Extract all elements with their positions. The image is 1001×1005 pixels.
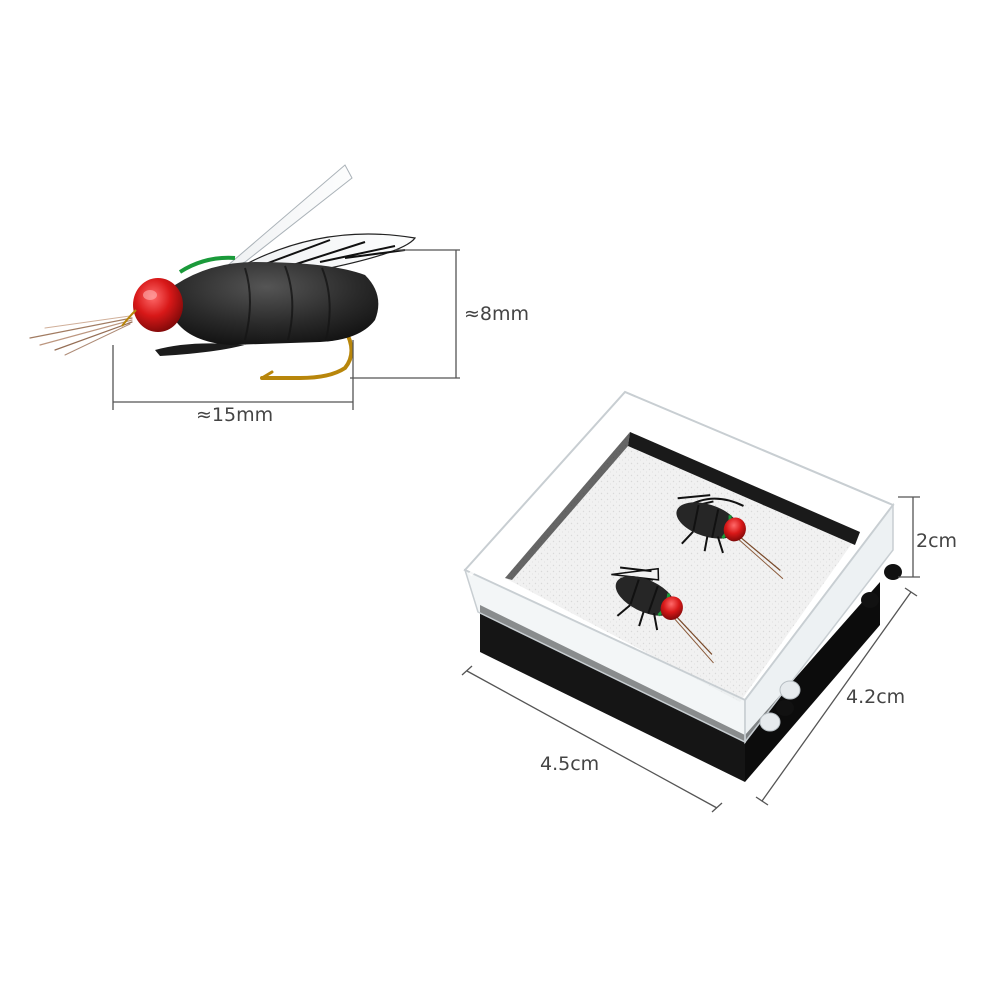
- box-width-label: 4.5cm: [540, 753, 600, 775]
- box-height-label: 2cm: [916, 530, 958, 552]
- box-base: [480, 605, 745, 782]
- fly-legs: [155, 340, 260, 356]
- box-dimension-lines: [461, 496, 920, 813]
- foam-fly-icon: [29, 164, 417, 380]
- foam-fly-icon: [676, 494, 784, 580]
- tail-fibers: [29, 315, 133, 356]
- box-hinges: [759, 564, 902, 732]
- fly-height-label: ≈8mm: [464, 303, 530, 325]
- foam-fly-icon: [611, 566, 714, 664]
- fly-body: [175, 262, 379, 345]
- fly-wings: [219, 164, 417, 275]
- display-box-icon: [463, 390, 902, 782]
- red-head: [133, 278, 183, 332]
- gold-hook: [260, 328, 354, 380]
- fly-width-label: ≈15mm: [196, 404, 274, 426]
- fly-dimension-lines: [112, 249, 460, 410]
- box-depth-label: 4.2cm: [846, 686, 906, 708]
- green-rib: [178, 255, 236, 274]
